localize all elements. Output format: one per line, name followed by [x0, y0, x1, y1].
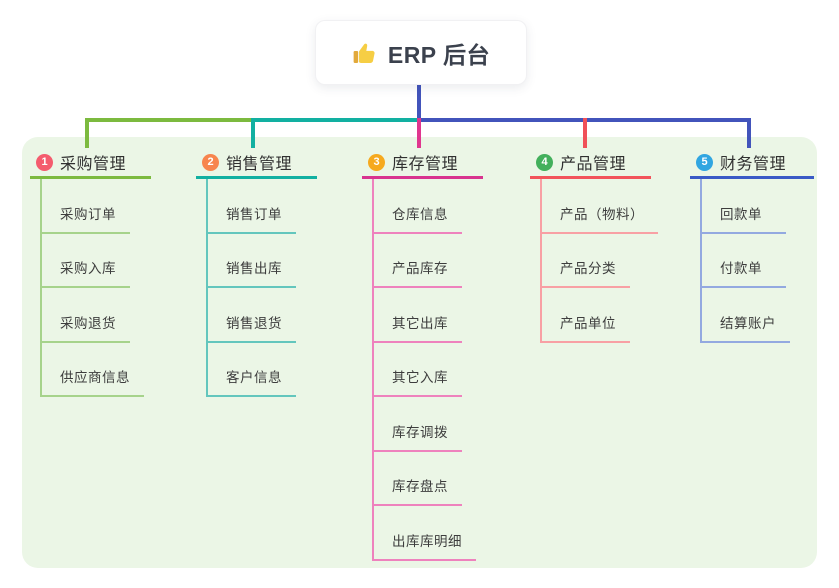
- child-node[interactable]: 采购订单: [40, 179, 130, 234]
- child-node[interactable]: 出库库明细: [372, 506, 476, 561]
- branch-children: 仓库信息产品库存其它出库其它入库库存调拨库存盘点出库库明细: [372, 179, 476, 561]
- connector-drop-1: [85, 118, 89, 148]
- connector-bus-teal: [251, 118, 419, 122]
- connector-drop-2: [251, 118, 255, 148]
- branch-children: 产品（物料）产品分类产品单位: [540, 179, 658, 343]
- branch-children: 销售订单销售出库销售退货客户信息: [206, 179, 296, 397]
- branch-title-node[interactable]: 4 产品管理: [530, 148, 651, 179]
- branch-number-badge: 1: [36, 153, 53, 171]
- child-node[interactable]: 产品库存: [372, 234, 462, 288]
- branch-title-node[interactable]: 5 财务管理: [690, 148, 814, 179]
- branch-5: 5 财务管理回款单付款单结算账户: [690, 148, 814, 343]
- child-node[interactable]: 仓库信息: [372, 179, 462, 234]
- branch-number-badge: 3: [368, 153, 385, 171]
- child-node[interactable]: 采购退货: [40, 288, 130, 343]
- branch-2: 2 销售管理销售订单销售出库销售退货客户信息: [196, 148, 317, 397]
- branch-title-label: 财务管理: [720, 156, 787, 173]
- branch-number-badge: 2: [202, 153, 219, 171]
- connector-drop-3: [417, 118, 421, 148]
- child-node[interactable]: 客户信息: [206, 343, 296, 397]
- child-node[interactable]: 产品分类: [540, 234, 630, 288]
- root-title: ERP 后台: [387, 41, 491, 68]
- branch-title-label: 产品管理: [560, 156, 627, 173]
- child-node[interactable]: 付款单: [700, 234, 786, 288]
- branch-children: 采购订单采购入库采购退货供应商信息: [40, 179, 144, 397]
- child-node[interactable]: 产品（物料）: [540, 179, 658, 234]
- branch-3: 3 库存管理仓库信息产品库存其它出库其它入库库存调拨库存盘点出库库明细: [362, 148, 483, 561]
- branch-title-node[interactable]: 1 采购管理: [30, 148, 151, 179]
- child-node[interactable]: 其它出库: [372, 288, 462, 343]
- branch-title-label: 销售管理: [226, 156, 293, 173]
- child-node[interactable]: 库存盘点: [372, 452, 462, 506]
- thumbs-up-icon: [352, 40, 378, 66]
- branch-children: 回款单付款单结算账户: [700, 179, 790, 343]
- branch-title-node[interactable]: 2 销售管理: [196, 148, 317, 179]
- branch-number-badge: 5: [696, 153, 713, 171]
- child-node[interactable]: 销售退货: [206, 288, 296, 343]
- root-node[interactable]: ERP 后台: [315, 20, 527, 85]
- child-node[interactable]: 库存调拨: [372, 397, 462, 452]
- branch-1: 1 采购管理采购订单采购入库采购退货供应商信息: [30, 148, 151, 397]
- branches-panel: [22, 137, 817, 568]
- child-node[interactable]: 销售订单: [206, 179, 296, 234]
- branch-title-label: 库存管理: [392, 156, 459, 173]
- branch-title-node[interactable]: 3 库存管理: [362, 148, 483, 179]
- child-node[interactable]: 回款单: [700, 179, 786, 234]
- child-node[interactable]: 销售出库: [206, 234, 296, 288]
- branch-number-badge: 4: [536, 153, 553, 171]
- connector-root-drop: [417, 83, 421, 120]
- connector-drop-5: [747, 118, 751, 148]
- child-node[interactable]: 供应商信息: [40, 343, 144, 397]
- connector-bus-green: [85, 118, 251, 122]
- connector-drop-4: [583, 118, 587, 148]
- child-node[interactable]: 采购入库: [40, 234, 130, 288]
- child-node[interactable]: 产品单位: [540, 288, 630, 343]
- branch-title-label: 采购管理: [60, 156, 127, 173]
- child-node[interactable]: 其它入库: [372, 343, 462, 397]
- child-node[interactable]: 结算账户: [700, 288, 790, 343]
- branch-4: 4 产品管理产品（物料）产品分类产品单位: [530, 148, 658, 343]
